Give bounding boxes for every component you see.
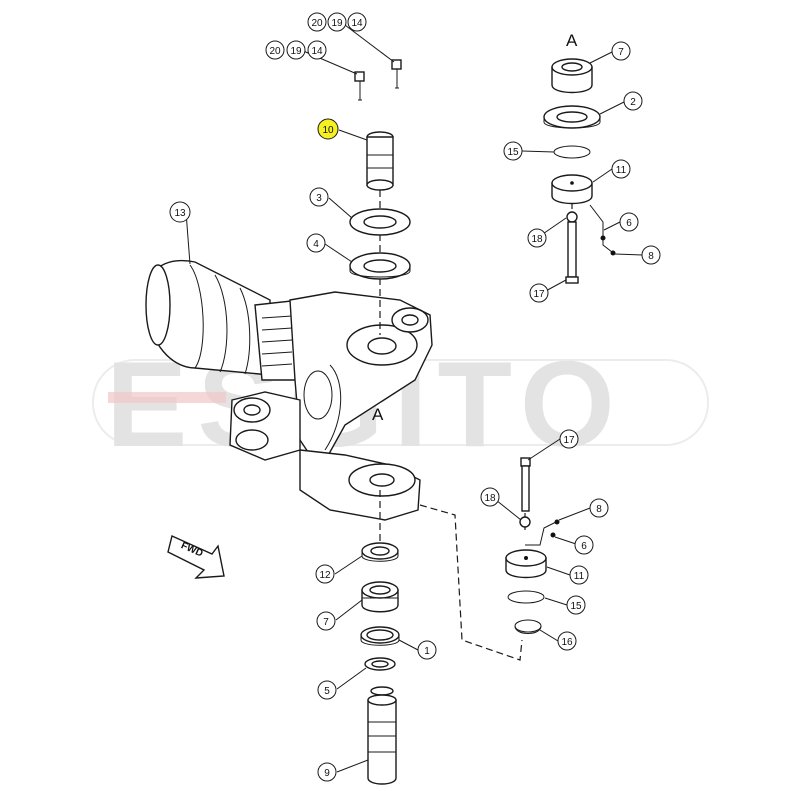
snap-ring-lower [507,590,545,604]
svg-text:8: 8 [648,251,654,262]
svg-text:4: 4 [313,239,319,250]
callout-8-bottom[interactable]: 8 [589,498,609,518]
callout-20-second[interactable]: 20 [265,40,285,60]
svg-text:19: 19 [331,18,343,29]
section-marker-yoke: A [372,405,384,424]
callout-13[interactable]: 13 [169,201,191,223]
seal-ring [514,619,542,634]
callout-4[interactable]: 4 [306,233,326,253]
svg-text:9: 9 [324,768,330,779]
svg-text:18: 18 [531,234,543,245]
svg-text:6: 6 [581,541,587,552]
forward-arrow-icon: FWD [167,535,225,579]
callout-15-top[interactable]: 15 [503,141,523,161]
svg-text:19: 19 [290,46,302,57]
thrust-bearing [364,657,396,671]
fitting-upper [566,211,578,223]
bearing-cone-upper [551,58,593,94]
callout-11-top[interactable]: 11 [611,159,631,179]
svg-text:16: 16 [561,637,573,648]
callout-19-top[interactable]: 19 [327,12,347,32]
svg-text:1: 1 [424,646,430,657]
svg-text:13: 13 [174,208,186,219]
callout-10[interactable]: 10 [317,118,339,140]
callout-20-top[interactable]: 20 [307,12,327,32]
callout-9[interactable]: 9 [317,762,337,782]
svg-text:18: 18 [484,493,496,504]
callout-14-top[interactable]: 14 [347,12,367,32]
cap-upper [551,174,593,205]
svg-text:11: 11 [616,165,627,176]
svg-text:6: 6 [626,218,632,229]
spacer-ring [361,542,399,562]
kingpin-upper [366,131,394,191]
bearing-cone-lower [361,581,399,613]
svg-text:7: 7 [323,617,329,628]
svg-text:20: 20 [311,18,323,29]
svg-text:14: 14 [351,18,363,29]
callout-7-bottom[interactable]: 7 [316,611,336,631]
callout-6-top[interactable]: 6 [619,212,639,232]
svg-text:8: 8 [596,504,602,515]
callout-18-top[interactable]: 18 [527,228,547,248]
bearing-cup-lower [360,626,400,646]
section-marker-top: A [566,31,578,50]
svg-text:15: 15 [507,147,519,158]
callout-12[interactable]: 12 [315,564,335,584]
leader-lines [185,21,644,773]
bearing-cup-upper [543,105,601,129]
bolt-upper-right [391,59,402,89]
svg-text:20: 20 [269,46,281,57]
svg-text:15: 15 [570,601,582,612]
lube-tube-lower [525,519,560,546]
callout-18-bottom[interactable]: 18 [480,487,500,507]
callout-17-top[interactable]: 17 [529,283,549,303]
steering-knuckle [229,291,433,521]
lube-tube-upper [589,204,616,256]
svg-text:3: 3 [316,193,322,204]
callout-17-bottom[interactable]: 17 [559,429,579,449]
kingpin-lower [367,686,397,785]
capscrew-upper [565,221,579,284]
svg-text:11: 11 [574,571,585,582]
thrust-washer [349,252,411,280]
callout-19-second[interactable]: 19 [286,40,306,60]
svg-text:10: 10 [322,125,334,136]
fitting-lower [519,516,531,528]
callout-16[interactable]: 16 [557,631,577,651]
shim-washer [349,208,411,236]
capscrew-lower [520,457,531,512]
bolt-upper-left [354,71,365,101]
axle-housing [145,259,301,381]
callouts: 10 20 19 14 20 19 14 3 [169,12,661,782]
callout-1[interactable]: 1 [417,640,437,660]
callout-15-bottom[interactable]: 15 [566,595,586,615]
callout-6-bottom[interactable]: 6 [574,535,594,555]
svg-text:12: 12 [319,570,331,581]
svg-text:17: 17 [533,289,545,300]
svg-text:14: 14 [311,46,323,57]
svg-text:7: 7 [618,47,624,58]
callout-2[interactable]: 2 [623,91,643,111]
callout-8-top[interactable]: 8 [641,245,661,265]
callout-11-bottom[interactable]: 11 [569,565,589,585]
callout-5[interactable]: 5 [317,680,337,700]
cap-lower [505,549,547,579]
callout-3[interactable]: 3 [309,187,329,207]
svg-text:5: 5 [324,686,330,697]
callout-7-top[interactable]: 7 [611,41,631,61]
svg-text:17: 17 [563,435,575,446]
svg-text:2: 2 [630,97,636,108]
callout-14-second[interactable]: 14 [307,40,327,60]
snap-ring-upper [553,145,591,159]
